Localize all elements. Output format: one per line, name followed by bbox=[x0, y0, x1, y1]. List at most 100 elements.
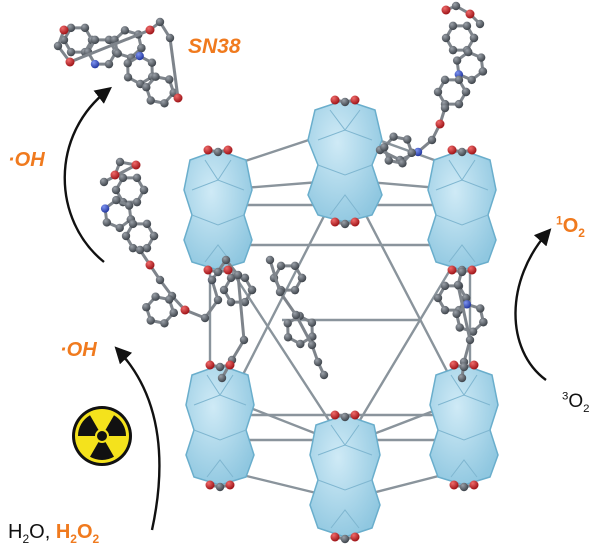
oxygen-atom bbox=[330, 532, 340, 542]
carbon-atom bbox=[226, 273, 236, 283]
cluster-oxygen-cap bbox=[447, 265, 477, 277]
carbon-atom bbox=[137, 43, 146, 53]
left-drug-top bbox=[99, 157, 141, 187]
oxygen-atom bbox=[449, 480, 459, 490]
cluster-right-lower bbox=[429, 364, 499, 486]
metal-clusters bbox=[183, 99, 499, 538]
oxygen-atom bbox=[225, 360, 235, 370]
carbon-atom bbox=[454, 75, 464, 85]
center-ring-b bbox=[283, 311, 317, 349]
cluster-bottom-center bbox=[309, 414, 381, 538]
carbon-atom bbox=[380, 143, 389, 152]
carbon-atom bbox=[207, 275, 217, 285]
arrow-to-singlet-oxygen bbox=[514, 228, 552, 381]
oxygen-atom bbox=[465, 9, 475, 19]
carbon-atom bbox=[215, 482, 225, 492]
carbon-atom bbox=[113, 49, 122, 58]
carbon-atom bbox=[146, 96, 155, 105]
oxygen-atom bbox=[467, 265, 477, 275]
oxygen-atom bbox=[223, 265, 233, 275]
carbon-atom bbox=[151, 72, 160, 81]
carbon-atom bbox=[340, 534, 350, 544]
carbon-atom bbox=[457, 267, 467, 277]
carbon-atom bbox=[283, 333, 293, 342]
bond bbox=[69, 28, 151, 64]
carbon-atom bbox=[111, 185, 121, 195]
carbon-atom bbox=[165, 295, 174, 304]
cluster-oxygen-cap bbox=[330, 217, 360, 229]
carbon-atom bbox=[454, 99, 464, 109]
cluster-left-lower bbox=[185, 364, 255, 486]
carbon-atom bbox=[239, 335, 249, 345]
nitrogen-atom bbox=[413, 147, 423, 157]
bond bbox=[103, 163, 137, 184]
bond bbox=[278, 291, 298, 316]
bond bbox=[456, 284, 472, 341]
bond bbox=[236, 274, 246, 341]
cluster-oxygen-cap bbox=[449, 480, 479, 492]
carbon-atom bbox=[407, 148, 416, 157]
carbon-atom bbox=[66, 47, 76, 57]
carbon-atom bbox=[115, 157, 125, 167]
carbon-atom bbox=[139, 185, 149, 195]
triplet-oxygen-symbol: O bbox=[568, 391, 584, 412]
cluster-oxygen-cap bbox=[449, 360, 479, 372]
carbon-atom bbox=[459, 362, 469, 372]
carbon-atom bbox=[213, 147, 223, 157]
carbon-atom bbox=[217, 373, 227, 383]
cluster-oxygen-cap bbox=[330, 95, 360, 107]
carbon-atom bbox=[147, 58, 157, 67]
nitrogen-atom bbox=[135, 51, 144, 61]
carbon-atom bbox=[240, 273, 250, 283]
carbon-atom bbox=[118, 173, 128, 183]
carbon-atom bbox=[151, 292, 160, 301]
oxygen-atom bbox=[173, 93, 183, 103]
carbon-atom bbox=[433, 87, 443, 97]
carbon-atom bbox=[461, 87, 471, 97]
nitrogen-atom bbox=[90, 59, 100, 69]
carbon-atom bbox=[476, 53, 486, 62]
oxygen-atom bbox=[65, 57, 75, 67]
carbon-atom bbox=[453, 280, 463, 290]
carbon-atom bbox=[427, 135, 437, 145]
arrow-to-sn38 bbox=[63, 86, 112, 263]
oxygen-atom bbox=[350, 532, 360, 542]
carbon-atom bbox=[128, 243, 138, 253]
water-label: H2O, bbox=[8, 521, 51, 546]
left-drug-tail bbox=[135, 245, 223, 323]
bond bbox=[268, 259, 282, 293]
carbon-atom bbox=[452, 56, 462, 65]
oxygen-atom bbox=[330, 217, 340, 227]
oxygen-atom bbox=[203, 145, 213, 155]
carbon-atom bbox=[340, 412, 350, 422]
oxygen-atom bbox=[435, 119, 445, 129]
carbon-atom bbox=[467, 75, 476, 85]
carbon-atom bbox=[221, 255, 231, 265]
oxygen-atom bbox=[180, 305, 190, 315]
center-arm bbox=[265, 255, 329, 380]
carbon-atom bbox=[465, 335, 475, 345]
oxygen-atom bbox=[225, 480, 235, 490]
carbon-atom bbox=[459, 482, 469, 492]
cluster-oxygen-cap bbox=[203, 145, 233, 157]
right-arm-ring-b bbox=[452, 300, 488, 336]
carbon-atom bbox=[296, 339, 305, 349]
carbon-atom bbox=[99, 177, 109, 187]
peroxide-label: H2O2 bbox=[55, 521, 100, 546]
reactants-label: H2O, H2O2 bbox=[8, 521, 100, 546]
carbon-atom bbox=[213, 295, 223, 305]
carbon-atom bbox=[398, 159, 407, 168]
carbon-atom bbox=[340, 97, 350, 107]
carbon-atom bbox=[219, 285, 229, 295]
carbon-atom bbox=[441, 33, 451, 43]
bond bbox=[294, 314, 314, 346]
cluster-oxygen-cap bbox=[330, 410, 360, 422]
oxygen-atom bbox=[350, 95, 360, 105]
carbon-atom bbox=[461, 293, 471, 303]
carbon-atom bbox=[135, 245, 145, 255]
oxygen-atom bbox=[449, 360, 459, 370]
cluster-top-center bbox=[307, 99, 383, 223]
oxygen-atom bbox=[447, 265, 457, 275]
oxygen-atom bbox=[469, 360, 479, 370]
